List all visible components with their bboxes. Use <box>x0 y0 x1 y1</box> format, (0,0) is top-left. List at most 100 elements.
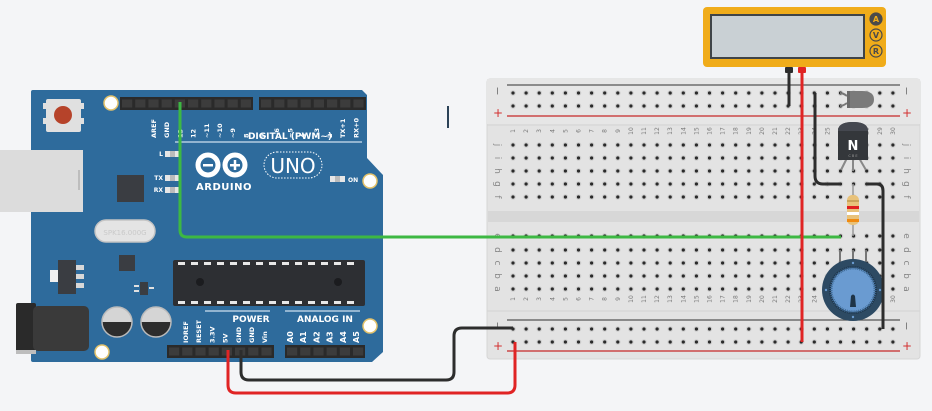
header-pin[interactable] <box>208 347 219 356</box>
breadboard-hole-center <box>629 274 633 278</box>
header-pin[interactable] <box>339 347 350 356</box>
breadboard-hole-center <box>511 143 515 147</box>
header-pin[interactable] <box>300 99 311 108</box>
breadboard-hole-center <box>590 274 594 278</box>
header-pin[interactable] <box>248 347 259 356</box>
header-pin[interactable] <box>201 99 212 108</box>
header-pin[interactable] <box>122 99 133 108</box>
chip-pin <box>295 301 302 304</box>
breadboard-hole-center <box>603 248 607 252</box>
mode-circle[interactable] <box>869 44 883 58</box>
wire-rail-to-transistor[interactable] <box>813 93 841 186</box>
npn-transistor[interactable]: N C B E <box>838 122 868 171</box>
pin-label: ~9 <box>229 128 237 138</box>
wire-emitter-to-ground[interactable] <box>866 182 885 329</box>
rail-minus-label: − <box>491 86 504 95</box>
header-pin[interactable] <box>327 99 338 108</box>
breadboard-hole-center <box>812 274 816 278</box>
on-label: ON <box>348 177 358 184</box>
header-pin[interactable] <box>195 347 206 356</box>
breadboard-hole-center <box>878 156 882 160</box>
breadboard-hole-center <box>734 195 738 199</box>
breadboard-hole-center <box>563 195 568 199</box>
chip-pin <box>269 301 276 304</box>
header-pin[interactable] <box>313 347 324 356</box>
breadboard-hole-center <box>721 327 725 331</box>
header-pin[interactable] <box>353 99 364 108</box>
breadboard-hole-center <box>786 195 790 199</box>
breadboard-hole-center <box>760 248 764 252</box>
probe-com[interactable] <box>785 67 793 73</box>
digital-header-right[interactable] <box>259 97 366 110</box>
header-pin[interactable] <box>287 347 298 356</box>
breadboard-hole-center <box>563 156 568 160</box>
header-pin[interactable] <box>161 99 172 108</box>
phototransistor[interactable] <box>839 91 874 108</box>
breadboard-hole-center <box>721 248 725 252</box>
header-pin[interactable] <box>227 99 238 108</box>
breadboard-hole-center <box>734 143 738 147</box>
header-pin[interactable] <box>240 99 251 108</box>
chip-pin <box>243 262 250 265</box>
resistor[interactable] <box>847 184 859 236</box>
header-pin[interactable] <box>188 99 199 108</box>
breadboard-hole-center <box>629 261 633 265</box>
wire-signal-pin13[interactable] <box>178 102 841 239</box>
breadboard-hole-center <box>668 104 672 108</box>
breadboard-hole-center <box>603 340 607 344</box>
digital-header-left[interactable] <box>120 97 253 110</box>
mode-circle[interactable] <box>869 28 883 42</box>
header-pin[interactable] <box>148 99 159 108</box>
multimeter-mode-a-button[interactable]: A <box>869 12 883 26</box>
header-pin[interactable] <box>274 99 285 108</box>
header-pin[interactable] <box>353 347 364 356</box>
header-pin[interactable] <box>326 347 337 356</box>
rail-minus-label: − <box>900 321 913 330</box>
reset-button[interactable] <box>43 99 84 132</box>
pin-label: Vin <box>261 331 269 343</box>
breadboard-hole-center <box>694 287 699 291</box>
header-pin[interactable] <box>135 99 146 108</box>
wire-ground[interactable] <box>239 326 513 382</box>
mode-circle[interactable] <box>869 12 883 26</box>
breadboard-hole-center <box>694 248 699 252</box>
breadboard-hole-center <box>786 169 790 173</box>
power-header[interactable] <box>167 345 274 358</box>
breadboard-hole-center <box>747 274 751 278</box>
breadboard-hole-center <box>891 287 895 291</box>
breadboard-hole-center <box>786 182 790 186</box>
probe-positive[interactable] <box>798 67 806 73</box>
analog-header[interactable] <box>285 345 365 358</box>
breadboard-hole-center <box>616 143 620 147</box>
wire-5v[interactable] <box>226 342 517 395</box>
breadboard-hole-center <box>891 195 895 199</box>
breadboard-hole-center <box>707 91 712 95</box>
breadboard-hole-center <box>721 156 725 160</box>
header-pin[interactable] <box>287 99 298 108</box>
header-pin[interactable] <box>261 99 272 108</box>
multimeter[interactable]: AVR <box>703 7 886 73</box>
breadboard-hole-center <box>773 327 777 331</box>
header-pin[interactable] <box>214 99 225 108</box>
header-pin[interactable] <box>300 347 311 356</box>
breadboard-hole-center <box>629 327 633 331</box>
breadboard-hole-center <box>511 274 515 278</box>
potentiometer-knob-pointer[interactable] <box>850 294 856 308</box>
header-pin[interactable] <box>340 99 351 108</box>
breadboard-hole-center <box>707 182 712 186</box>
header-pin[interactable] <box>182 347 193 356</box>
breadboard-hole-center <box>747 169 751 173</box>
breadboard-hole-center <box>603 327 607 331</box>
header-pin[interactable] <box>313 99 324 108</box>
breadboard-hole-center <box>642 91 646 95</box>
breadboard-hole-center <box>550 143 554 147</box>
multimeter-mode-r-button[interactable]: R <box>869 44 883 58</box>
header-pin[interactable] <box>261 347 272 356</box>
column-number: 16 <box>707 127 714 135</box>
potentiometer[interactable] <box>822 250 884 321</box>
multimeter-mode-v-button[interactable]: V <box>869 28 883 42</box>
pin-label: A1 <box>299 331 308 343</box>
header-pin[interactable] <box>169 347 180 356</box>
